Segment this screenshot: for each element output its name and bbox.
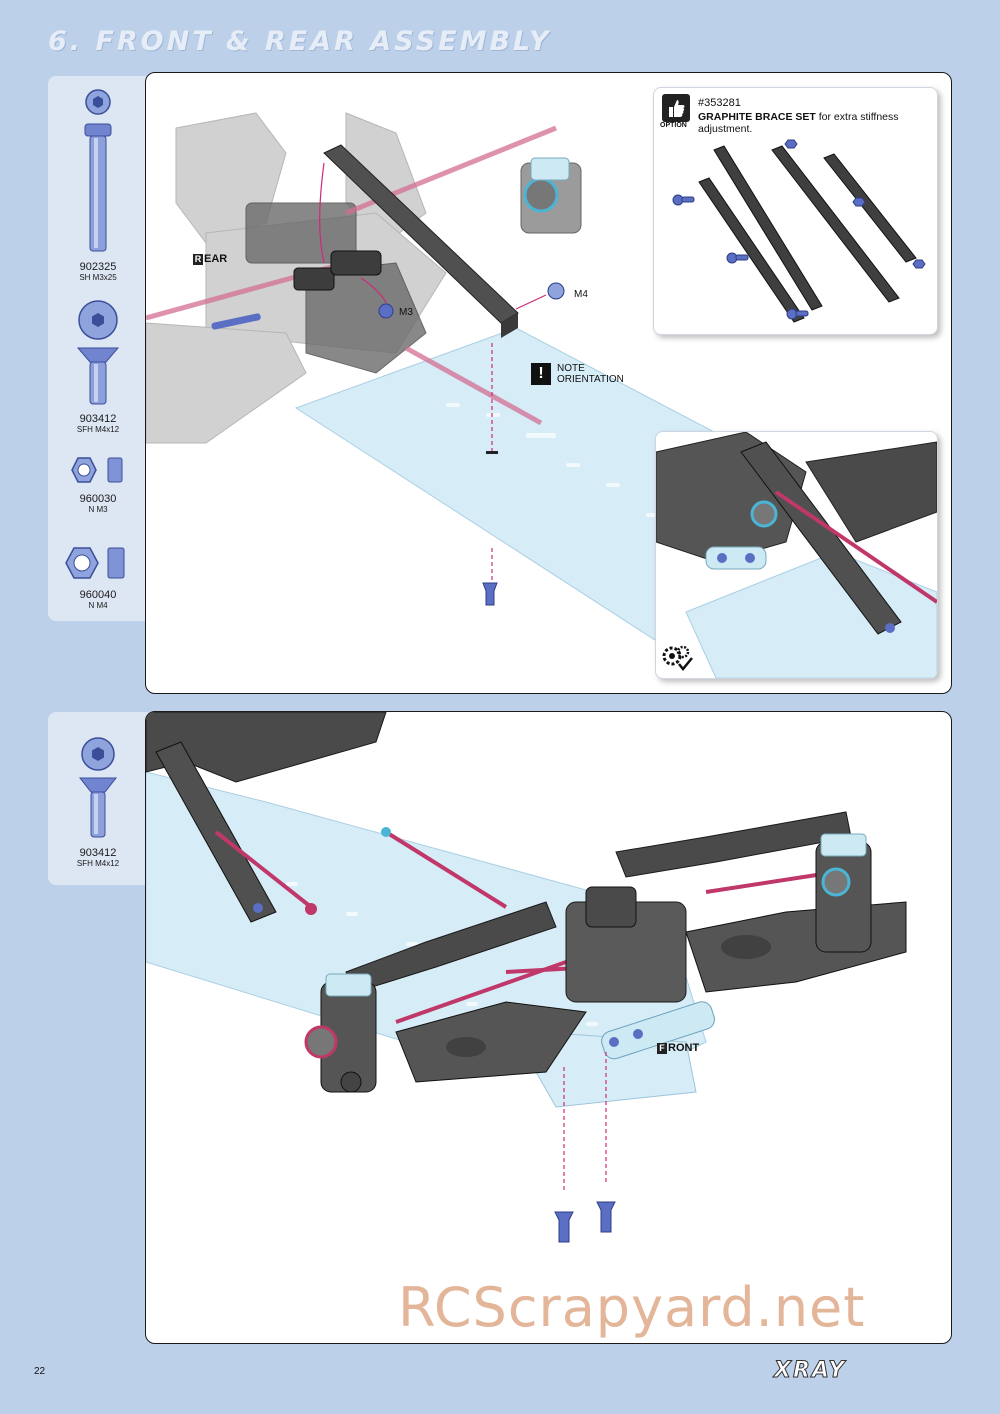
part-code: 903412 (79, 413, 117, 425)
part-desc: N M4 (88, 601, 108, 610)
option-description: GRAPHITE BRACE SET for extra stiffness a… (698, 111, 899, 135)
thumbs-up-icon (662, 94, 690, 122)
front-assembly-illustration (146, 712, 907, 1243)
part-code: 960030 (79, 493, 117, 505)
part-code: 903412 (79, 847, 117, 859)
brand-logo: XRAY (773, 1358, 847, 1384)
flat-head-screw-icon (78, 737, 118, 838)
flat-head-screw-icon (76, 300, 120, 405)
option-part-number: #353281 (698, 97, 741, 109)
part-960030: 960030 N M3 (48, 454, 148, 514)
part-desc: SFH M4x12 (76, 425, 120, 434)
nut-icon (65, 547, 125, 579)
socket-head-screw-icon (84, 89, 112, 252)
part-902325: 902325 SH M3x25 (48, 84, 148, 282)
exclamation-icon: ! (531, 363, 551, 385)
rear-brace-detail-illustration (656, 432, 937, 678)
part-desc: N M3 (88, 505, 108, 514)
parts-sidebar-step1: 902325 SH M3x25 903412 SFH M4x12 960030 … (48, 76, 148, 621)
page-number: 22 (34, 1366, 46, 1377)
m3-callout: M3 (399, 307, 413, 318)
m4-callout: M4 (574, 289, 588, 300)
part-960040: 960040 N M4 (48, 544, 148, 614)
part-desc: SH M3x25 (79, 273, 117, 282)
gear-check-icon (662, 645, 693, 671)
nut-icon (71, 457, 123, 483)
detail-inset (655, 431, 938, 679)
graphite-brace-set-illustration (672, 139, 926, 323)
option-inset: OPTION #353281 GRAPHITE BRACE SET for ex… (653, 87, 938, 335)
part-desc: SFH M4x12 (76, 859, 120, 868)
part-code: 960040 (79, 589, 117, 601)
parts-sidebar-step2: 903412 SFH M4x12 (48, 712, 148, 885)
watermark: RCScrapyard.net (398, 1276, 866, 1339)
option-label: OPTION (660, 122, 687, 129)
part-903412: 903412 SFH M4x12 (48, 732, 148, 882)
part-code: 902325 (79, 261, 117, 273)
part-903412: 903412 SFH M4x12 (48, 298, 148, 438)
page-title: 6. FRONT & REAR ASSEMBLY (48, 26, 552, 57)
